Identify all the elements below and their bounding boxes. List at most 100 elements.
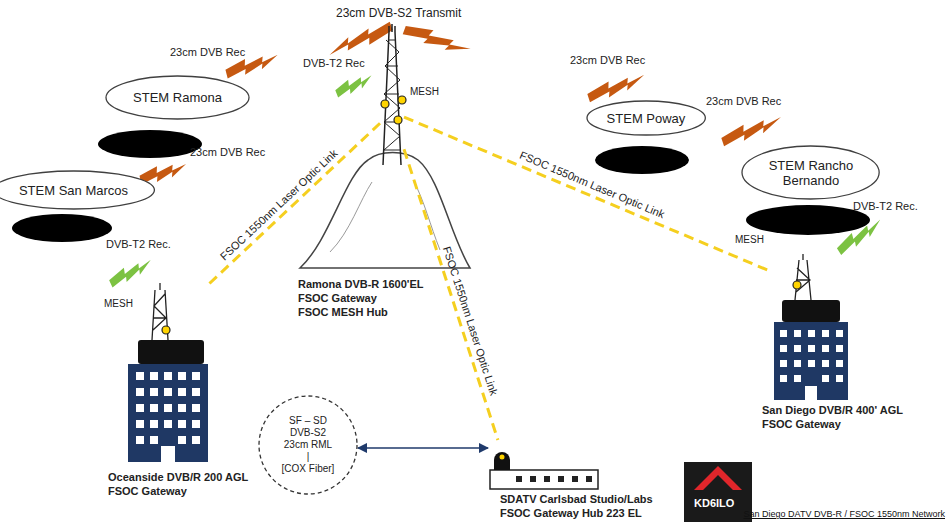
text-stack: SF – SDDVB-S223cm RML|[COX Fiber] (282, 415, 335, 475)
oceanside-building (178, 372, 186, 380)
receiver-label: DVB-T2 Rec. (853, 200, 918, 213)
oceanside-building (192, 372, 200, 380)
stem-shadow (12, 214, 112, 242)
link-circle: SF – SDDVB-S223cm RML|[COX Fiber] (258, 395, 358, 495)
dashed-circle (259, 396, 357, 494)
oceanside-building (192, 436, 200, 444)
san-diego-building (822, 375, 829, 382)
link-note: [COX Fiber] (282, 463, 335, 475)
san-diego-building (794, 345, 801, 352)
club-logo (684, 462, 752, 522)
oceanside-building (192, 404, 200, 412)
oceanside-building (150, 404, 158, 412)
studio-building (490, 452, 598, 489)
network-caption: San Diego DATV DVB-R / FSOC 1550nm Netwo… (744, 509, 945, 520)
site-ellipse-shape (0, 171, 154, 209)
oceanside-building (164, 404, 172, 412)
san-diego-building (782, 300, 840, 322)
receiver-label: DVB-T2 Rec. (106, 238, 171, 251)
receiver-label: 23cm DVB Rec (170, 46, 245, 59)
san-diego-building (808, 360, 815, 367)
receiver-label: 23cm DVB Rec (190, 146, 265, 159)
rf-23cm-bolt (326, 21, 395, 59)
site-ellipse-shape (742, 146, 879, 199)
lattice-tower (383, 40, 401, 150)
mesh-label: MESH (735, 234, 764, 246)
san-diego-building (780, 345, 787, 352)
fsoc-head (381, 100, 389, 108)
club-logo (694, 466, 742, 490)
site-ellipse: STEM Rancho Bernando (741, 145, 880, 200)
oceanside-building (136, 372, 200, 462)
san-diego-building (822, 360, 829, 367)
link-label: FSOC 1550nm Laser Optic Link (518, 149, 667, 221)
san-diego-building (780, 330, 843, 400)
text-stack: STEM Poway (607, 111, 686, 126)
san-diego-building (808, 330, 815, 337)
studio-site: SDATV Carlsbad Studio/LabsFSOC Gateway H… (488, 440, 600, 490)
oceanside-building (136, 388, 144, 396)
studio-building (544, 476, 550, 482)
dvb-t2-bolt (333, 71, 375, 98)
feed-arrow (358, 447, 488, 449)
site-label: FSOC Gateway (298, 291, 377, 305)
oceanside-building (178, 404, 186, 412)
oceanside-building (128, 283, 208, 462)
link-label: FSOC 1550nm Laser Optic Link (217, 147, 340, 263)
san-diego-building (805, 386, 817, 400)
studio-building (516, 476, 522, 482)
lattice-tower (389, 24, 395, 32)
oceanside-building (178, 388, 186, 396)
san-diego-building (774, 322, 848, 400)
san-diego-building (822, 345, 829, 352)
site-name: STEM San Marcos (19, 183, 128, 198)
site-ellipse-shape (587, 101, 705, 135)
site-label: FSOC MESH Hub (298, 305, 388, 319)
site-label: San Diego DVB/R 400' AGL (762, 403, 903, 417)
san-diego-building (794, 375, 801, 382)
rf-23cm-bolt (720, 113, 785, 148)
site-ellipse-shape (106, 76, 249, 119)
site-name: STEM Ramona (133, 90, 222, 105)
site-label: Ramona DVB-R 1600'EL (298, 277, 424, 291)
link-note: 23cm RML (284, 439, 332, 451)
san-diego-building (836, 375, 843, 382)
oceanside-building (150, 436, 158, 444)
san-diego-building (780, 360, 787, 367)
oceanside-building (162, 326, 170, 334)
lattice-tower (384, 40, 400, 150)
link-note: | (307, 451, 310, 463)
site-ellipse: STEM Ramona (105, 75, 250, 120)
receiver-label: 23cm DVB Rec (570, 54, 645, 67)
oceanside-building (128, 364, 208, 462)
site-ellipse: STEM San Marcos (0, 170, 155, 210)
stem-shadow (746, 205, 870, 235)
site-label: FSOC Gateway (762, 417, 841, 431)
oceanside-building (159, 283, 160, 290)
san-diego-building (793, 281, 801, 289)
lattice-tower (383, 24, 401, 165)
club-logo (684, 462, 752, 522)
oceanside-building (164, 388, 172, 396)
san-diego-building (794, 330, 801, 337)
building-site: San Diego DVB/R 400' AGLFSOC Gateway (772, 255, 850, 400)
link-note: DVB-S2 (290, 427, 326, 439)
studio-building (586, 476, 592, 482)
text-stack: STEM San Marcos (19, 183, 128, 198)
band-label: 23cm DVB-S2 Transmit (336, 6, 461, 20)
fsoc-laser-link (404, 117, 772, 272)
link-label: FSOC 1550nm Laser Optic Link (440, 244, 500, 396)
studio-building (558, 476, 564, 482)
oceanside-building (178, 436, 186, 444)
san-diego-building (836, 345, 843, 352)
oceanside-building (164, 372, 172, 380)
fsoc-laser-link (404, 149, 498, 440)
site-name: STEM Poway (607, 111, 686, 126)
oceanside-building (192, 420, 200, 428)
oceanside-building (136, 420, 144, 428)
oceanside-building (136, 436, 144, 444)
link-note: SF – SD (289, 415, 327, 427)
oceanside-building (178, 420, 186, 428)
studio-building (530, 476, 536, 482)
